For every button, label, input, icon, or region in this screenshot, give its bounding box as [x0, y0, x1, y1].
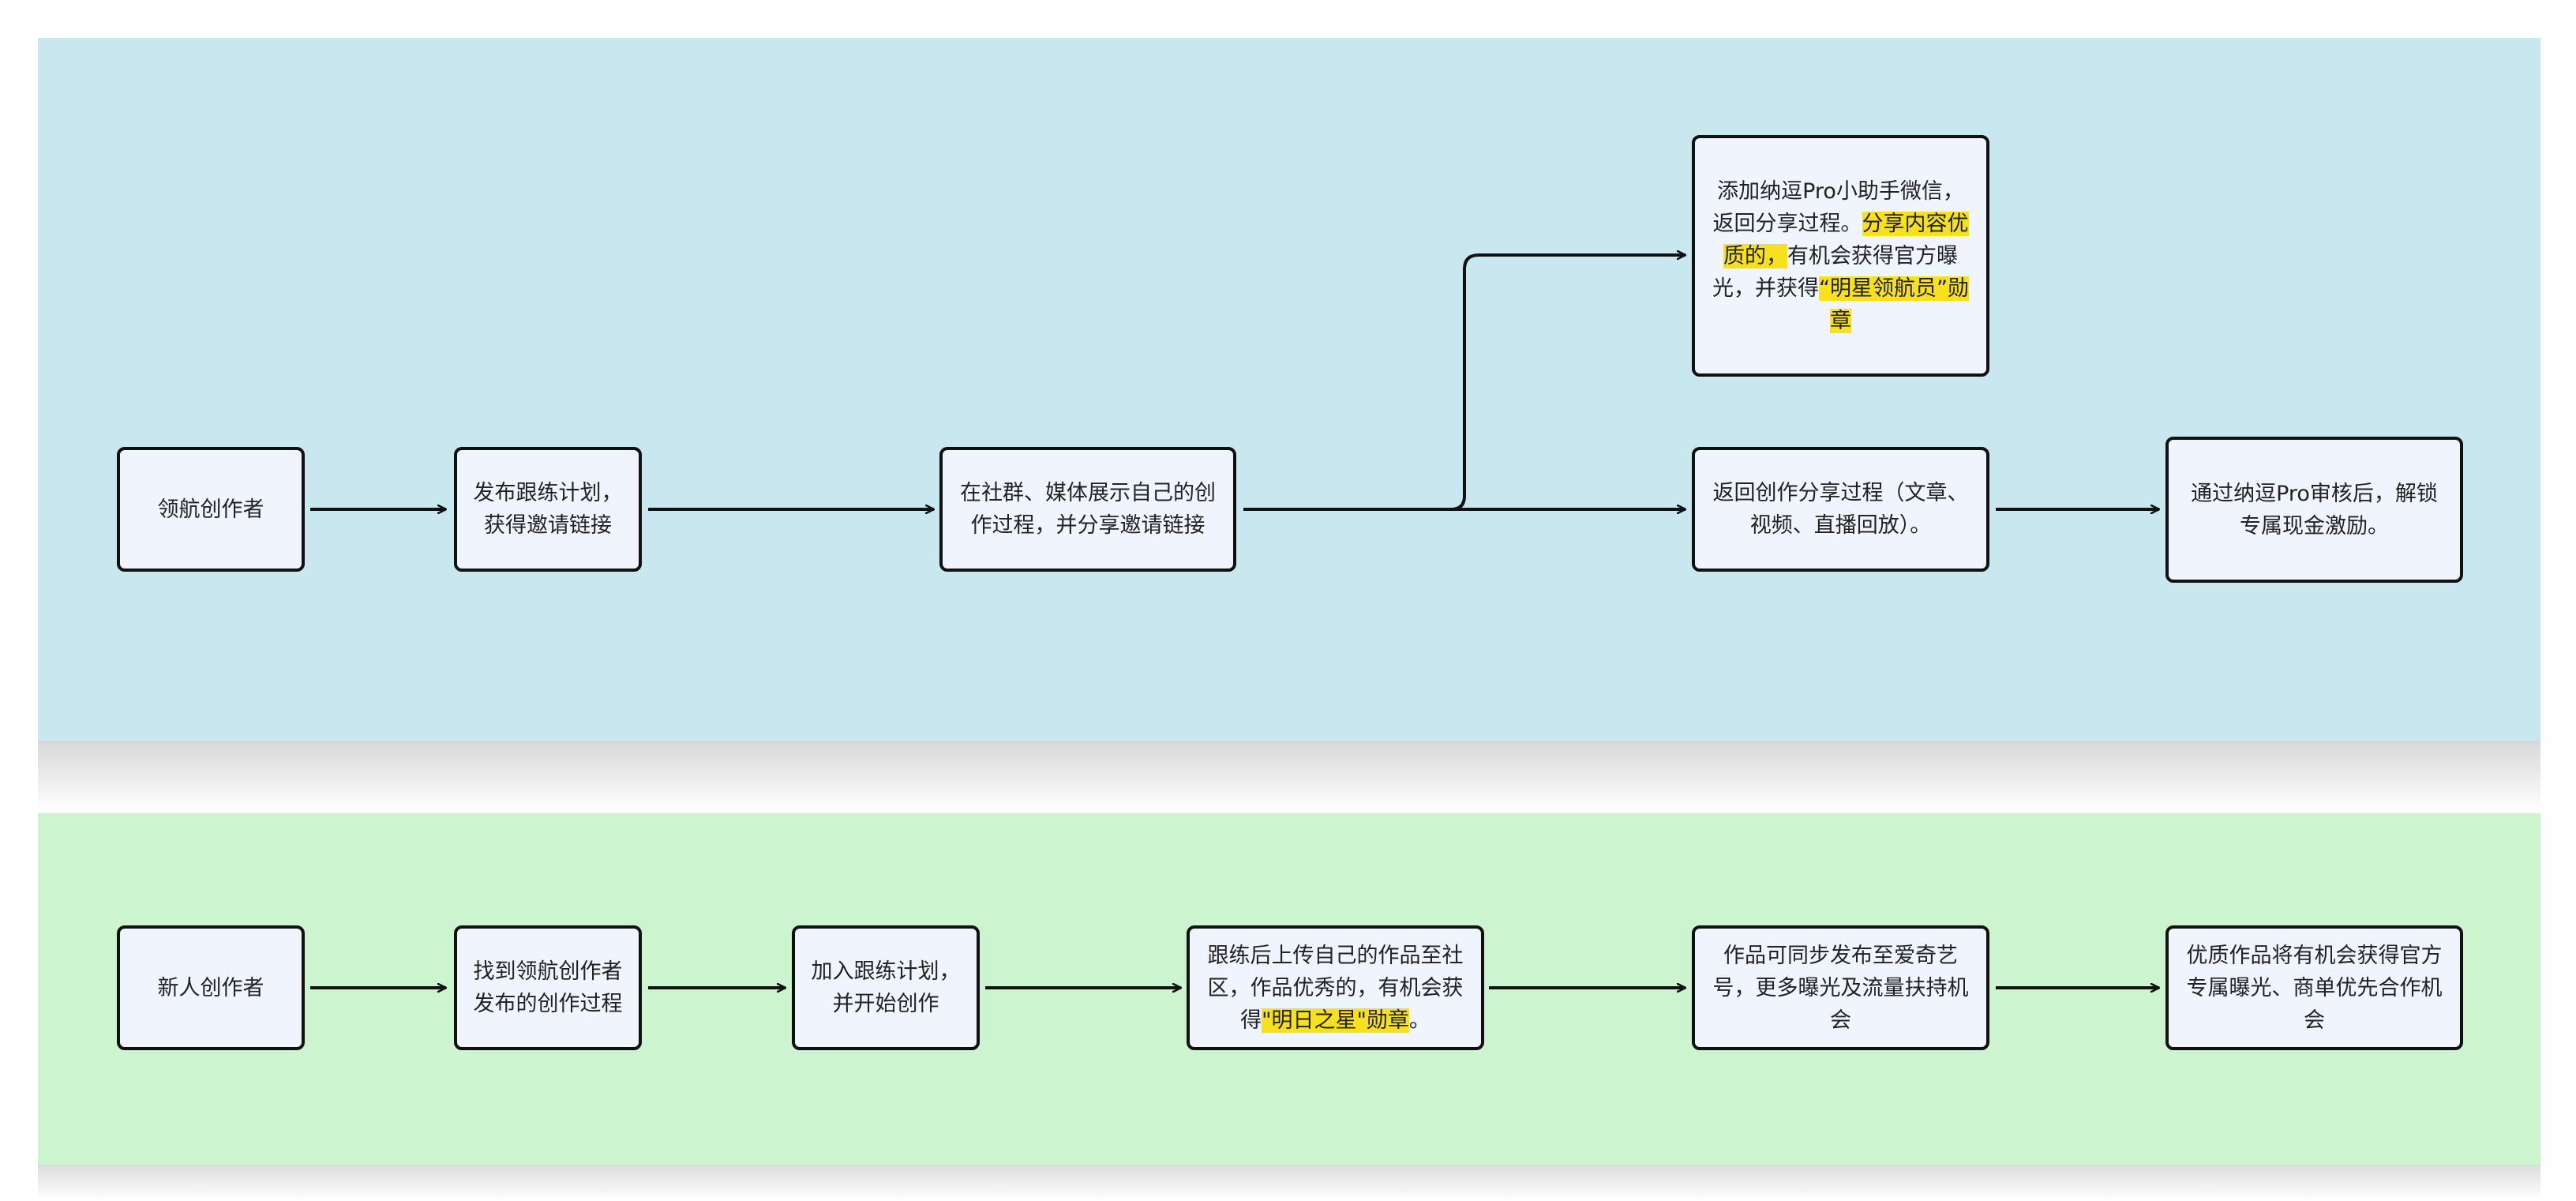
highlight-rising-star-badge: "明日之星"勋章 — [1262, 1008, 1409, 1033]
arrow-showcase-to-wechat — [1243, 255, 1685, 511]
node-sync-iqiyi: 作品可同步发布至爱奇艺号，更多曝光及流量扶持机会 — [1692, 925, 1989, 1050]
node-new-creator: 新人创作者 — [117, 925, 305, 1050]
lane-lead-creator — [38, 38, 2540, 741]
node-add-wechat-text: 添加纳逗Pro小助手微信，返回分享过程。分享内容优质的，有机会获得官方曝光，并获… — [1712, 178, 1969, 333]
node-showcase-process: 在社群、媒体展示自己的创作过程，并分享邀请链接 — [939, 447, 1236, 572]
node-add-wechat: 添加纳逗Pro小助手微信，返回分享过程。分享内容优质的，有机会获得官方曝光，并获… — [1692, 135, 1989, 377]
node-join-plan: 加入跟练计划，并开始创作 — [792, 925, 980, 1050]
highlight-star-navigator-badge: “明星领航员”勋章 — [1819, 276, 1969, 333]
node-upload-work: 跟练后上传自己的作品至社区，作品优秀的，有机会获得"明日之星"勋章。 — [1187, 925, 1484, 1050]
node-premium-exposure: 优质作品将有机会获得官方专属曝光、商单优先合作机会 — [2165, 925, 2463, 1050]
node-lead-creator: 领航创作者 — [117, 447, 305, 572]
node-publish-plan: 发布跟练计划，获得邀请链接 — [454, 447, 642, 572]
node-upload-work-text: 跟练后上传自己的作品至社区，作品优秀的，有机会获得"明日之星"勋章。 — [1207, 943, 1464, 1033]
node-find-process: 找到领航创作者发布的创作过程 — [454, 925, 642, 1050]
node-cash-reward: 通过纳逗Pro审核后，解锁专属现金激励。 — [2165, 437, 2463, 583]
node-return-sharing: 返回创作分享过程（文章、视频、直播回放）。 — [1692, 447, 1989, 572]
